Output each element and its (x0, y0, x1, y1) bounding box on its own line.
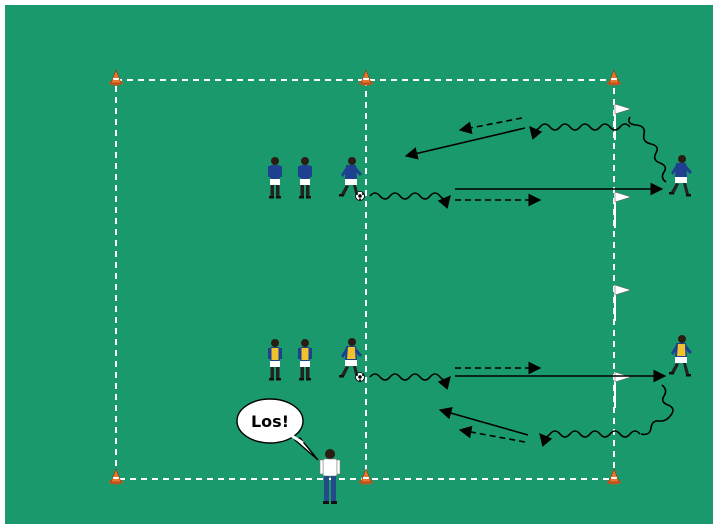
coach-icon (319, 449, 341, 504)
ball-icon (355, 372, 365, 382)
movement-arrows-bottom (369, 361, 674, 442)
ball-icon (355, 191, 365, 201)
movement-arrows-top (369, 117, 667, 209)
pitch-background (5, 5, 713, 524)
speech-bubble-text: Los! (251, 412, 289, 431)
speech-bubble: Los! (236, 398, 319, 461)
